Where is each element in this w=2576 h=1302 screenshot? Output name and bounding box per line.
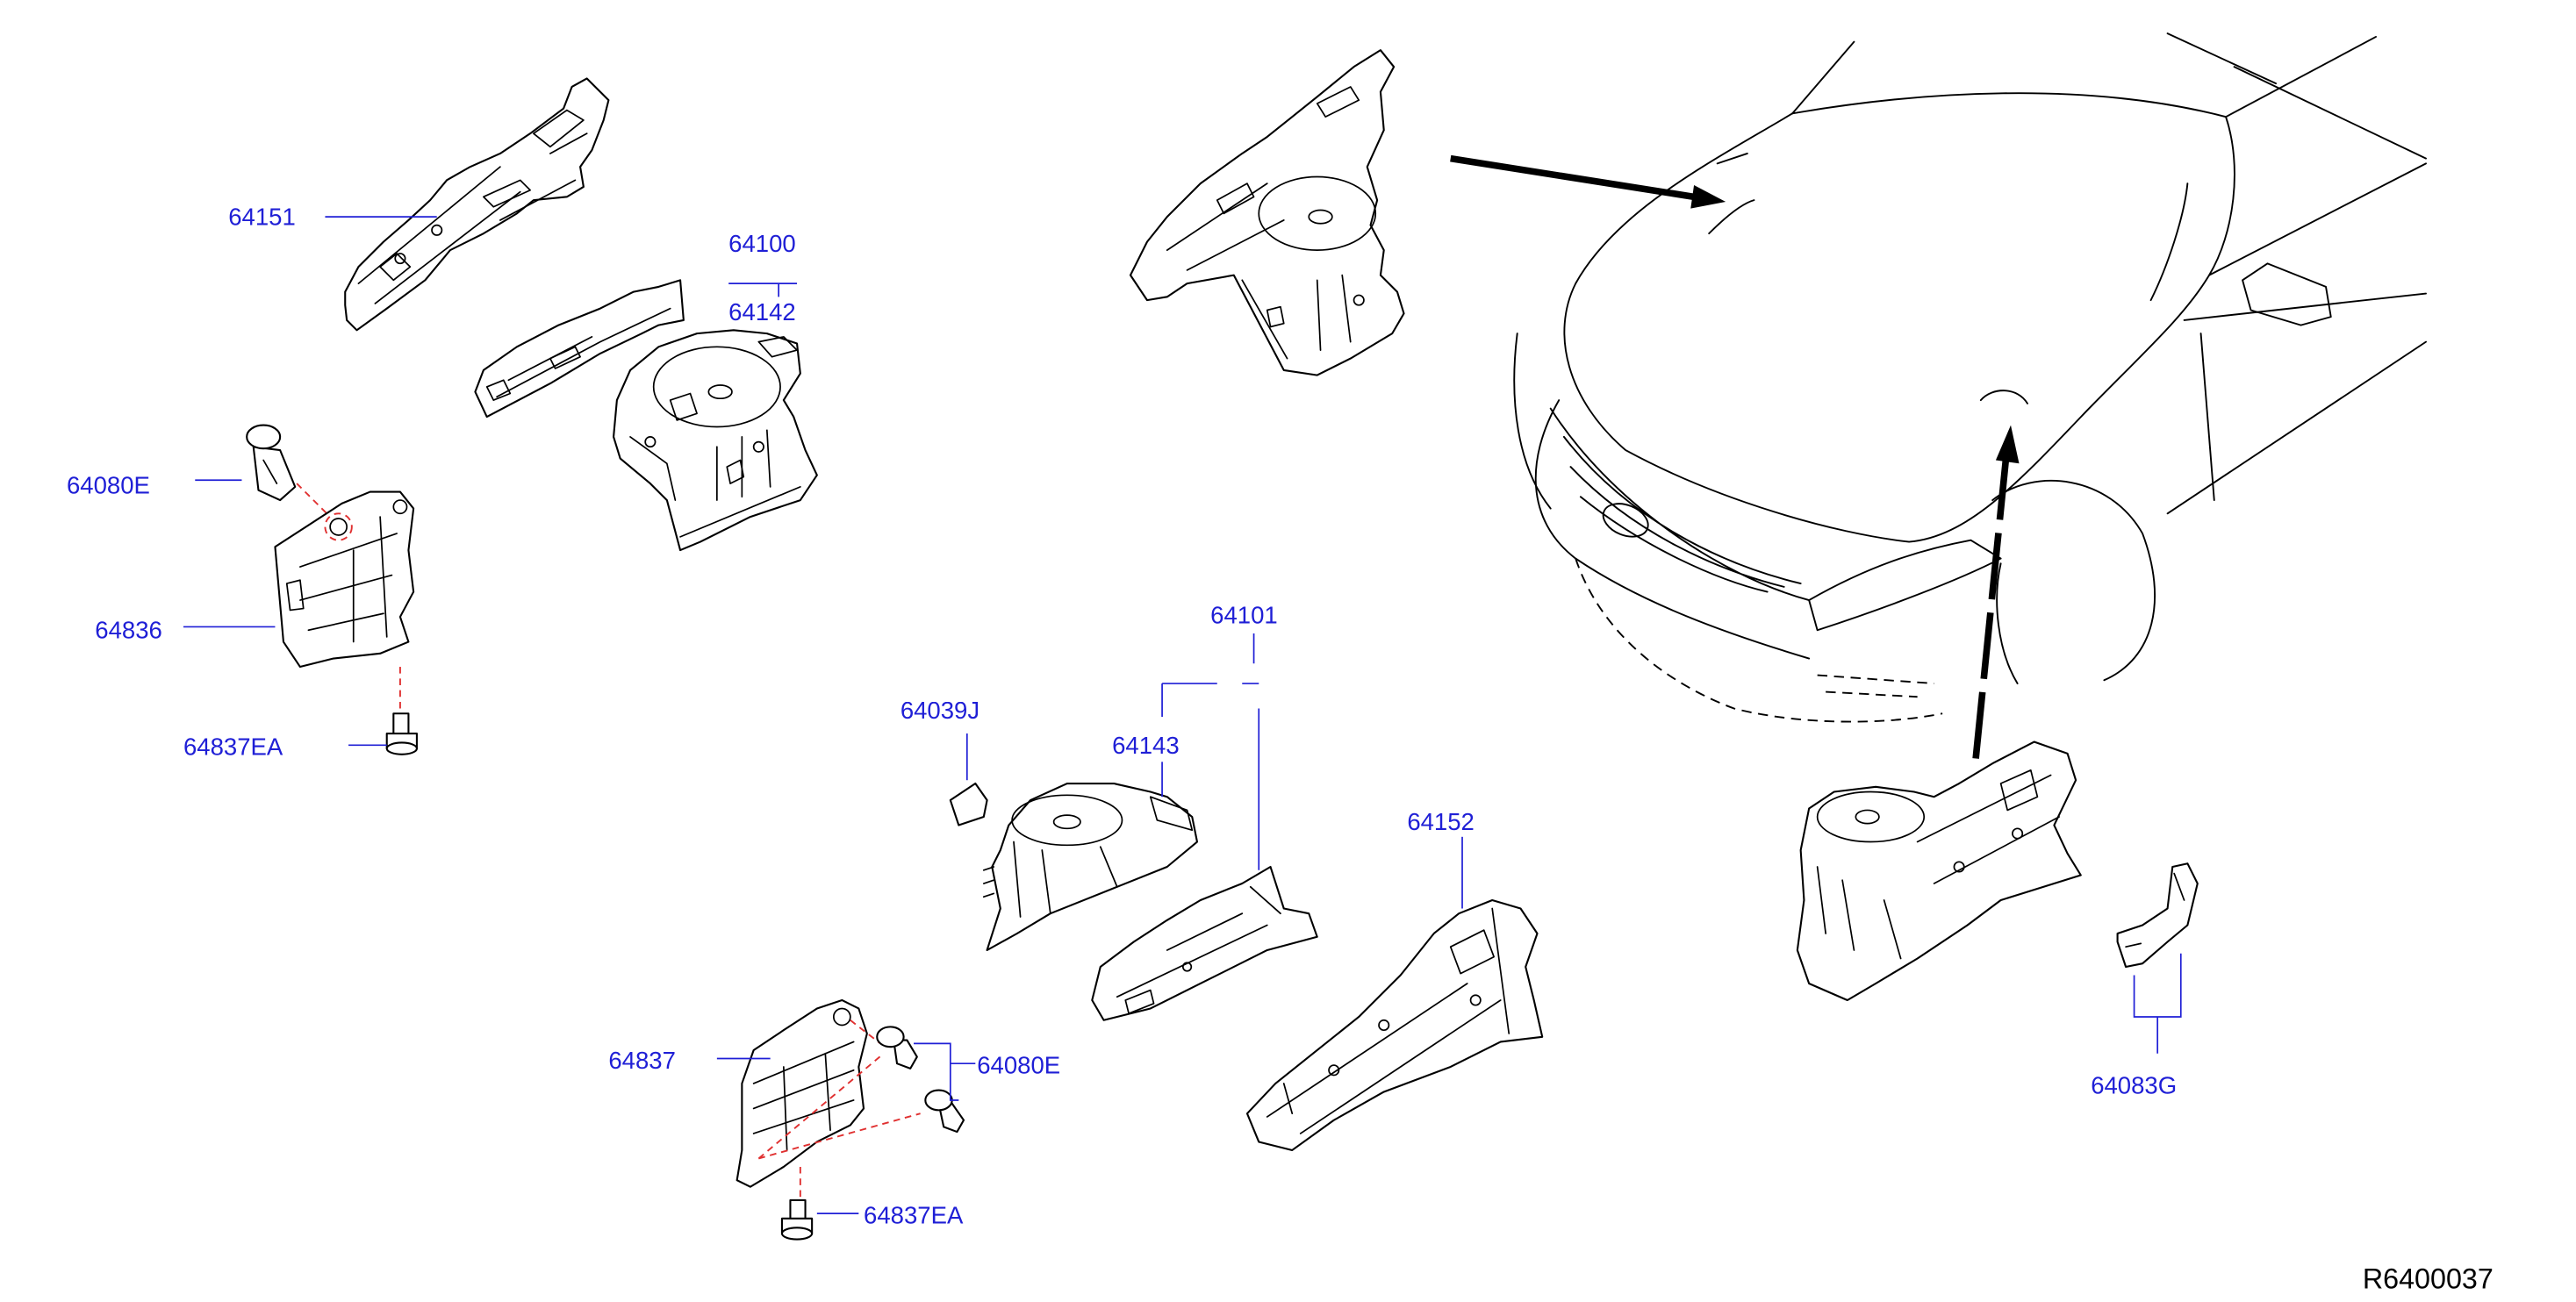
leader-64083G — [2133, 953, 2182, 1054]
part-64100-drawing — [474, 279, 685, 418]
part-64837EA-upper-bolt — [385, 712, 418, 755]
part-64080E-lower-clip-2 — [924, 1089, 965, 1134]
part-64083G-drawing — [2116, 862, 2199, 969]
callout-64080E-upper[interactable]: 64080E — [67, 471, 150, 498]
callout-64152[interactable]: 64152 — [1407, 808, 1475, 835]
part-64837EA-lower-bolt — [780, 1198, 814, 1241]
assembly-dash-line — [850, 1019, 881, 1045]
callout-64080E-lower[interactable]: 64080E — [977, 1052, 1060, 1079]
vehicle-outline-drawing — [1513, 32, 2427, 723]
callout-64101[interactable]: 64101 — [1210, 602, 1278, 629]
part-64080E-upper-clip — [246, 424, 297, 502]
part-64836-drawing — [274, 490, 415, 669]
part-64151-drawing — [344, 77, 610, 332]
assembly-dash-line — [296, 483, 334, 521]
callout-64142[interactable]: 64142 — [728, 298, 796, 326]
callout-64837EA-lower[interactable]: 64837EA — [864, 1202, 964, 1229]
assembly-dash-line — [757, 1053, 885, 1160]
leader-64101 — [1161, 633, 1260, 870]
callout-64837EA-upper[interactable]: 64837EA — [183, 733, 283, 761]
part-64152-drawing — [1245, 898, 1544, 1151]
callout-64039J[interactable]: 64039J — [901, 697, 979, 724]
callout-64836[interactable]: 64836 — [95, 617, 162, 644]
location-arrow-upper — [1450, 154, 1726, 209]
location-arrow-lower — [1972, 425, 2020, 759]
leader-64080E-lower — [914, 1042, 976, 1101]
part-64142-drawing — [613, 329, 818, 552]
part-64101-drawing — [1091, 865, 1318, 1021]
leader-64100 — [728, 283, 798, 297]
part-64080E-lower-clip-1 — [876, 1026, 918, 1070]
callout-64151[interactable]: 64151 — [228, 204, 296, 231]
hoodledge-assembly-lower-drawing — [1796, 740, 2082, 1002]
callout-64083G[interactable]: 64083G — [2091, 1071, 2177, 1098]
hoodledge-assembly-drawing — [1129, 49, 1405, 376]
part-64039J-drawing — [949, 782, 988, 826]
figure-id: R6400037 — [2363, 1263, 2493, 1295]
callout-64837[interactable]: 64837 — [608, 1047, 676, 1074]
part-64837-drawing — [735, 998, 868, 1188]
callout-64100[interactable]: 64100 — [728, 230, 796, 257]
callout-64143[interactable]: 64143 — [1112, 732, 1180, 759]
assembly-dash-line — [758, 1112, 921, 1160]
leader-lines — [183, 216, 2182, 1214]
part-64143-drawing — [982, 782, 1199, 952]
